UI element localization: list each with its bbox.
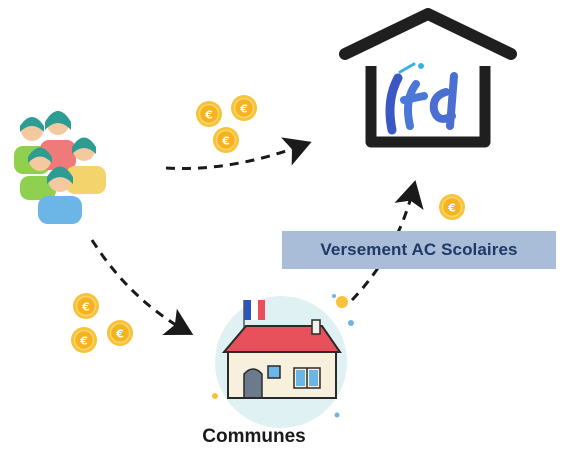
people-group-icon: [14, 111, 106, 224]
arrow-people-to-communes: [90, 239, 194, 335]
euro-coin-icon: [70, 326, 98, 354]
euro-coin-icon: [212, 126, 240, 154]
euro-coin-icon: [106, 319, 134, 347]
ltd-logo: [385, 62, 458, 135]
euro-coin-icon: [72, 292, 100, 320]
coin-group-top: [195, 94, 258, 154]
flow-label-text: Versement AC Scolaires: [320, 240, 518, 259]
arrow-people-to-house: [165, 137, 312, 170]
ltd-house-icon: [339, 8, 517, 148]
euro-coin-icon: [230, 94, 258, 122]
communes-label: Communes: [202, 426, 306, 447]
euro-coin-icon: [195, 100, 223, 128]
euro-coin-icon: [438, 193, 466, 221]
flow-label-versement: Versement AC Scolaires: [282, 231, 556, 269]
coin-group-left: [70, 292, 134, 354]
town-hall-icon: [215, 296, 347, 428]
